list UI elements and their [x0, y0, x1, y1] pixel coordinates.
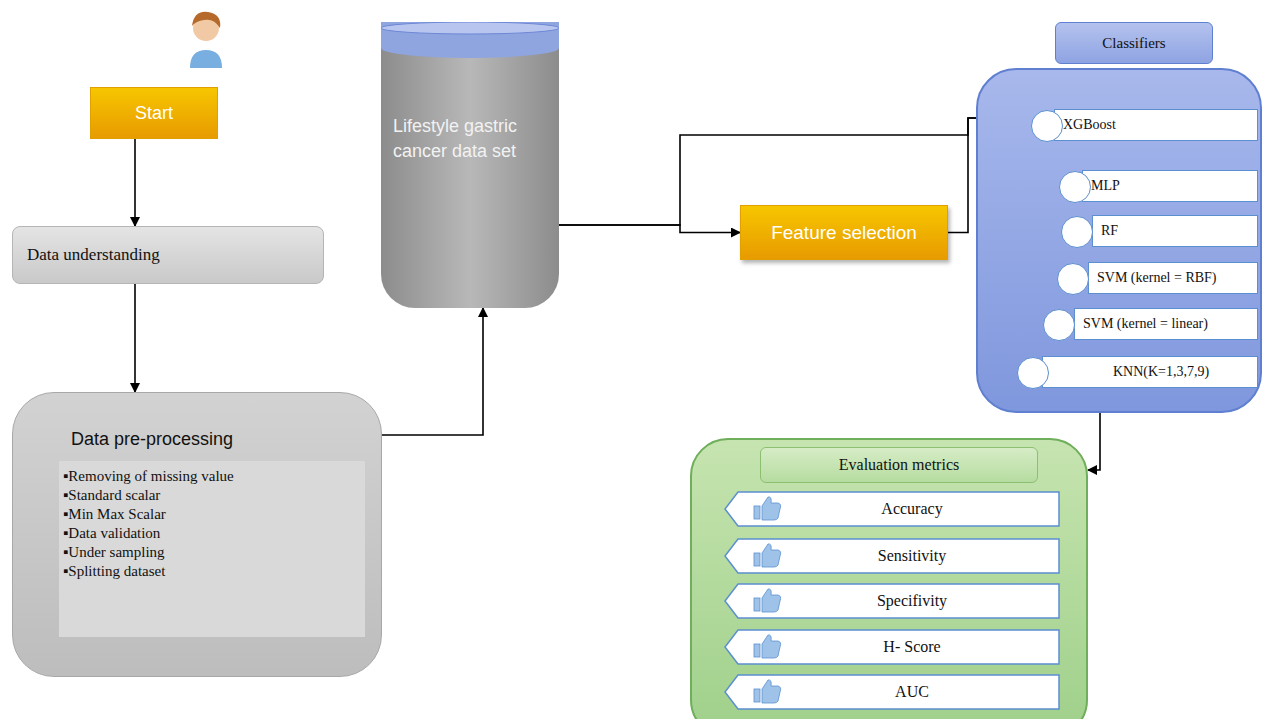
- label-text: ▪Data validation: [63, 524, 361, 543]
- group-header: Classifiers: [1055, 22, 1213, 64]
- connector-arrow: [382, 308, 483, 435]
- label-text: ▪Removing of missing value: [63, 467, 361, 486]
- classifier-item: MLP: [1082, 170, 1258, 202]
- classifier-circle: [1061, 216, 1093, 248]
- label-text: ▪Min Max Scalar: [63, 505, 361, 524]
- metric-item: Sensitivity: [724, 538, 1060, 574]
- group-header: Evaluation metrics: [760, 447, 1038, 483]
- classifier-item: SVM (kernel = linear): [1074, 308, 1258, 340]
- classifier-item: KNN(K=1,3,7,9): [1042, 356, 1258, 388]
- label-text: Data pre-processing: [71, 429, 233, 450]
- label-text: ▪Splitting dataset: [63, 562, 361, 581]
- label-text: MLP: [1091, 178, 1120, 194]
- bullet-panel: ▪Removing of missing value▪Standard scal…: [59, 461, 365, 637]
- label-text: XGBoost: [1063, 117, 1116, 133]
- label-text: AUC: [895, 683, 929, 701]
- classifier-circle: [1043, 309, 1075, 341]
- label-text: Classifiers: [1102, 35, 1165, 52]
- connector-arrow: [1088, 413, 1100, 470]
- process-panel: Data pre-processing ▪Removing of missing …: [12, 392, 382, 677]
- metrics-group: Evaluation metricsAccuracySensitivitySpe…: [690, 438, 1088, 719]
- label-text: Evaluation metrics: [839, 456, 959, 474]
- classifier-circle: [1057, 263, 1089, 295]
- label-text: KNN(K=1,3,7,9): [1113, 364, 1209, 380]
- arrow-tag-shape: [724, 674, 1060, 710]
- label-text: Sensitivity: [878, 547, 946, 565]
- label-text: SVM (kernel = RBF): [1097, 270, 1217, 286]
- label-text: Feature selection: [771, 222, 917, 244]
- label-text: RF: [1101, 223, 1118, 239]
- classifier-circle: [1031, 110, 1063, 142]
- label-text: Start: [135, 103, 173, 124]
- classifier-circle: [1017, 357, 1049, 389]
- person-icon: [190, 12, 222, 68]
- connector-arrow: [134, 284, 136, 392]
- classifier-item: SVM (kernel = RBF): [1088, 262, 1258, 294]
- process-box: Feature selection: [740, 205, 948, 260]
- label-text: Data understanding: [27, 245, 160, 265]
- connector-arrow: [559, 225, 740, 233]
- metric-item: H- Score: [724, 629, 1060, 665]
- label-text: Accuracy: [881, 500, 942, 518]
- cylinder-top: [381, 22, 559, 62]
- label-text: SVM (kernel = linear): [1083, 316, 1208, 332]
- classifier-circle: [1059, 171, 1091, 203]
- label-text: ▪Standard scalar: [63, 486, 361, 505]
- connector-arrow: [134, 139, 136, 226]
- database-cylinder: Lifestyle gastric cancer data set: [381, 44, 559, 308]
- metric-item: Accuracy: [724, 491, 1060, 527]
- label-text: Specifivity: [877, 592, 947, 610]
- metric-item: Specifivity: [724, 583, 1060, 619]
- classifier-item: XGBoost: [1054, 109, 1258, 141]
- label-text: ▪Under sampling: [63, 543, 361, 562]
- process-box: Data understanding: [12, 226, 324, 284]
- start-box: Start: [90, 87, 218, 139]
- metric-item: AUC: [724, 674, 1060, 710]
- label-text: Lifestyle gastric cancer data set: [393, 114, 551, 164]
- classifier-item: RF: [1092, 215, 1258, 247]
- label-text: H- Score: [883, 638, 940, 656]
- classifier-group: ClassifiersXGBoostMLPRFSVM (kernel = RBF…: [976, 68, 1262, 413]
